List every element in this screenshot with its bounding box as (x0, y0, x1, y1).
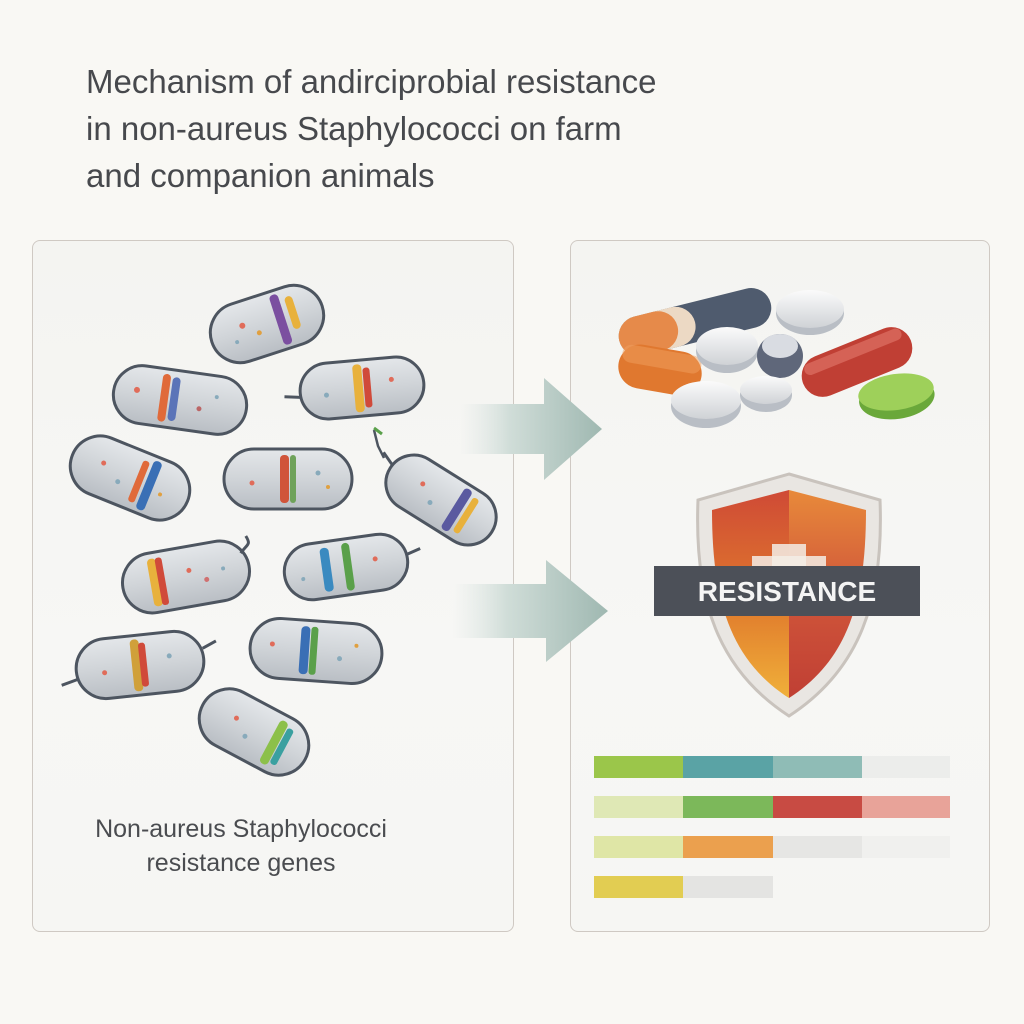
pill-group (618, 287, 935, 428)
bar-segment (683, 836, 773, 858)
title-line-1: Mechanism of andirciprobial resistance (86, 63, 657, 100)
bacteria-icon (121, 535, 251, 615)
bar-segment (773, 756, 862, 778)
pill-icon (618, 344, 702, 396)
resistance-bar-row (594, 836, 950, 858)
bar-segment (862, 836, 950, 858)
bacteria-icon (61, 629, 217, 701)
bacteria-icon (222, 447, 354, 511)
page-title: Mechanism of andirciprobial resistance i… (86, 58, 986, 199)
resistance-bar-row (594, 876, 773, 898)
bacteria-icon (282, 532, 421, 602)
title-line-2: in non-aureus Staphylococci on farm (86, 110, 622, 147)
bacteria-icon (382, 451, 498, 547)
pill-icon (776, 290, 844, 335)
bar-segment (594, 876, 683, 898)
bar-segment (773, 836, 862, 858)
bacteria-icon (208, 283, 326, 365)
bacteria-icon (248, 616, 384, 686)
resistance-bar-row (594, 756, 950, 778)
resistance-label: RESISTANCE (698, 576, 876, 607)
pill-icon (696, 327, 758, 373)
resistance-bar-row (594, 796, 950, 818)
bar-segment (594, 796, 683, 818)
bacteria-cluster (61, 283, 498, 777)
bar-segment (683, 876, 773, 898)
bar-segment (773, 796, 862, 818)
bar-segment (594, 836, 683, 858)
pill-icon (801, 327, 913, 397)
pill-icon (757, 334, 803, 378)
arrow-right-icon (452, 560, 608, 662)
bar-segment (862, 756, 950, 778)
bar-segment (683, 756, 773, 778)
bar-segment (683, 796, 773, 818)
bacteria-icon (284, 355, 426, 421)
bacteria-icon (68, 434, 192, 522)
title-line-3: and companion animals (86, 157, 435, 194)
caption-line-2: resistance genes (146, 849, 336, 877)
bacteria-caption: Non-aureus Staphylococci resistance gene… (36, 812, 446, 880)
bar-segment (862, 796, 950, 818)
pill-icon (618, 287, 772, 357)
pill-icon (858, 373, 935, 420)
bacteria-icon (197, 687, 311, 777)
resistance-banner: RESISTANCE (654, 566, 920, 616)
pill-icon (671, 381, 741, 428)
bar-segment (594, 756, 683, 778)
arrow-right-icon (460, 378, 602, 480)
bacteria-icon (111, 364, 249, 436)
pill-icon (740, 376, 792, 412)
caption-line-1: Non-aureus Staphylococci (95, 815, 387, 843)
